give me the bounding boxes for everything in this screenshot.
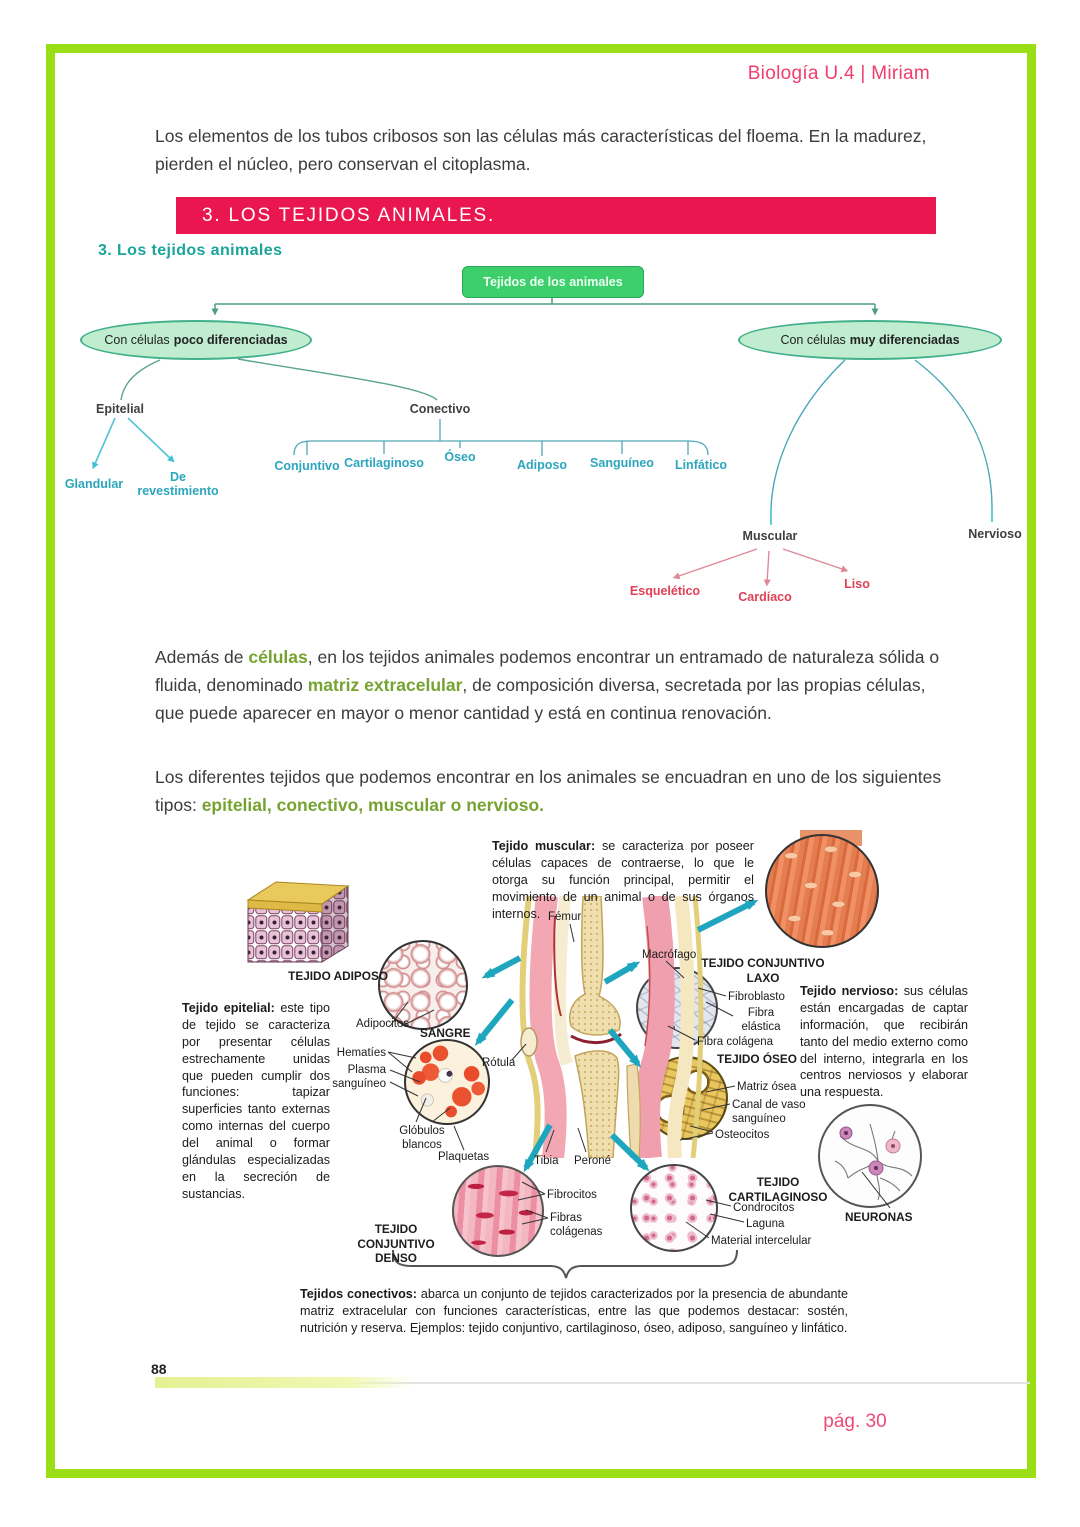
paragraph-types: Los diferentes tejidos que podemos encon… xyxy=(155,763,947,819)
node-cardiaco: Cardíaco xyxy=(738,590,792,604)
epitelial-description: Tejido epitelial: este tipo de tejido se… xyxy=(182,1000,330,1203)
knee-joint-drawing xyxy=(519,894,704,1160)
label-sangre: SANGRE xyxy=(420,1026,471,1040)
matrix-text-0: Además de xyxy=(155,647,249,667)
label-tejido-oseo: TEJIDO ÓSEO xyxy=(717,1052,797,1066)
knee-joint-illustration xyxy=(505,894,715,1163)
intro-paragraph: Los elementos de los tubos cribosos son … xyxy=(155,126,927,174)
label-material-intercelular: Material intercelular xyxy=(711,1235,812,1247)
node-esqueletico: Esquelético xyxy=(629,584,701,598)
muscular-description: Tejido muscular: se caracteriza por pose… xyxy=(492,838,754,922)
label-adipocitos: Adipocitos xyxy=(356,1018,410,1030)
concept-map-left-branch: Con células poco diferenciadas xyxy=(80,320,312,360)
node-muscular: Muscular xyxy=(742,529,798,543)
section-banner: 3. LOS TEJIDOS ANIMALES. xyxy=(176,197,936,234)
epitelial-description-body: este tipo de tejido se caracteriza por p… xyxy=(182,1001,331,1201)
muscular-description-body: se caracteriza por poseer células capace… xyxy=(492,839,754,921)
label-fibrocitos: Fibrocitos xyxy=(547,1189,597,1201)
node-de-revestimiento: De revestimiento xyxy=(137,470,219,498)
adipose-tissue-micrograph xyxy=(378,940,468,1030)
matrix-text-2: , en los tejidos animales podemos encont… xyxy=(155,647,940,695)
label-osteocitos: Osteocitos xyxy=(715,1129,770,1141)
node-liso: Liso xyxy=(844,577,870,591)
left-branch-bold: poco diferenciadas xyxy=(173,333,288,347)
label-fibra-elastica: Fibra elástica xyxy=(741,1007,781,1034)
epitelial-description-lead: Tejido epitelial: xyxy=(182,1001,275,1015)
neurons-micrograph xyxy=(818,1104,922,1208)
label-tibia: Tibia xyxy=(534,1155,559,1167)
page-number: pág. 30 xyxy=(823,1411,887,1432)
keyword-matriz-extracelular: matriz extracelular xyxy=(307,675,463,695)
label-macrofago: Macrófago xyxy=(642,949,697,961)
node-nervioso: Nervioso xyxy=(968,527,1022,541)
paragraph-matrix: Además de células, en los tejidos animal… xyxy=(155,643,947,727)
label-femur: Fémur xyxy=(548,911,582,923)
concept-map-right-branch: Con células muy diferenciadas xyxy=(738,320,1002,360)
epithelial-tissue-block xyxy=(242,870,354,971)
label-tejido-cartilaginoso: TEJIDO CARTILAGINOSO xyxy=(728,1175,828,1204)
keyword-tissue-types: epitelial, conectivo, muscular o nervios… xyxy=(201,795,545,815)
label-canal-vaso: Canal de vaso sanguíneo xyxy=(732,1099,806,1126)
node-adiposo: Adiposo xyxy=(517,458,567,472)
label-matriz-osea: Matriz ósea xyxy=(737,1081,797,1093)
matrix-text-4: , de composición diversa, secretada por … xyxy=(155,675,926,723)
label-rotula: Rótula xyxy=(482,1057,516,1069)
nervioso-description-body: sus células están encargadas de captar i… xyxy=(800,984,968,1100)
muscle-tissue-micrograph xyxy=(765,834,879,948)
concept-map-connectors xyxy=(92,296,993,587)
concept-map-root-node: Tejidos de los animales xyxy=(462,266,644,298)
node-glandular: Glandular xyxy=(64,477,124,491)
label-plaquetas: Plaquetas xyxy=(438,1151,490,1163)
types-text-0: Los diferentes tejidos que podemos encon… xyxy=(155,767,942,815)
node-sanguineo: Sanguíneo xyxy=(590,456,654,470)
label-hematies: Hematíes xyxy=(336,1047,386,1059)
label-tejido-adiposo: TEJIDO ADIPOSO xyxy=(288,969,388,983)
label-fibra-colagena: Fibra colágena xyxy=(697,1036,774,1048)
figure-annotations xyxy=(387,899,891,1279)
label-condrocitos: Condrocitos xyxy=(733,1202,795,1214)
conectivos-caption-body: abarca un conjunto de tejidos caracteriz… xyxy=(300,1287,848,1335)
label-tejido-conjuntivo-denso: TEJIDO CONJUNTIVO DENSO xyxy=(357,1222,435,1266)
keyword-celulas: células xyxy=(248,647,308,667)
node-oseo: Óseo xyxy=(444,450,476,464)
left-branch-prefix: Con células xyxy=(104,333,170,347)
page-border-frame xyxy=(46,44,1036,1478)
node-cartilaginoso: Cartilaginoso xyxy=(344,456,424,470)
label-perone: Peroné xyxy=(574,1155,612,1167)
label-laguna: Laguna xyxy=(746,1218,785,1230)
label-tejido-conjuntivo-laxo: TEJIDO CONJUNTIVO LAXO xyxy=(701,956,825,985)
neurons-drawing xyxy=(834,1123,913,1201)
node-epitelial: Epitelial xyxy=(96,402,144,416)
conectivos-caption: Tejidos conectivos: abarca un conjunto d… xyxy=(300,1286,848,1337)
conectivos-caption-lead: Tejidos conectivos: xyxy=(300,1287,417,1301)
muscular-description-lead: Tejido muscular: xyxy=(492,839,596,853)
tissues-figure: Tejido muscular: se caracteriza por pose… xyxy=(150,830,1030,1355)
node-conjuntivo: Conjuntivo xyxy=(274,459,340,473)
nervioso-description: Tejido nervioso: sus células están encar… xyxy=(800,983,968,1101)
label-fibroblasto: Fibroblasto xyxy=(728,991,785,1003)
node-linfatico: Linfático xyxy=(674,458,728,472)
node-conectivo: Conectivo xyxy=(409,402,471,416)
right-branch-prefix: Con células xyxy=(780,333,846,347)
scan-artifact-line xyxy=(155,1382,1030,1384)
label-globulos: Glóbulos blancos xyxy=(399,1125,445,1152)
concept-map: Tejidos de los animales Con células poco… xyxy=(60,258,1040,650)
handwritten-section-title: 3. Los tejidos animales xyxy=(98,242,283,259)
highlighter-streak xyxy=(155,1377,413,1388)
label-neuronas: NEURONAS xyxy=(845,1210,913,1224)
epithelial-cube-drawing xyxy=(246,881,350,963)
right-branch-bold: muy diferenciadas xyxy=(849,333,960,347)
header-title: Biología U.4 | Miriam xyxy=(747,63,930,84)
cartilage-micrograph xyxy=(630,1164,718,1252)
nervioso-description-lead: Tejido nervioso: xyxy=(800,984,899,998)
label-fibras-colagenas: Fibras colágenas xyxy=(550,1212,603,1239)
scan-page-number: 88 xyxy=(151,1361,167,1377)
label-plasma: Plasma sanguíneo xyxy=(332,1064,386,1091)
